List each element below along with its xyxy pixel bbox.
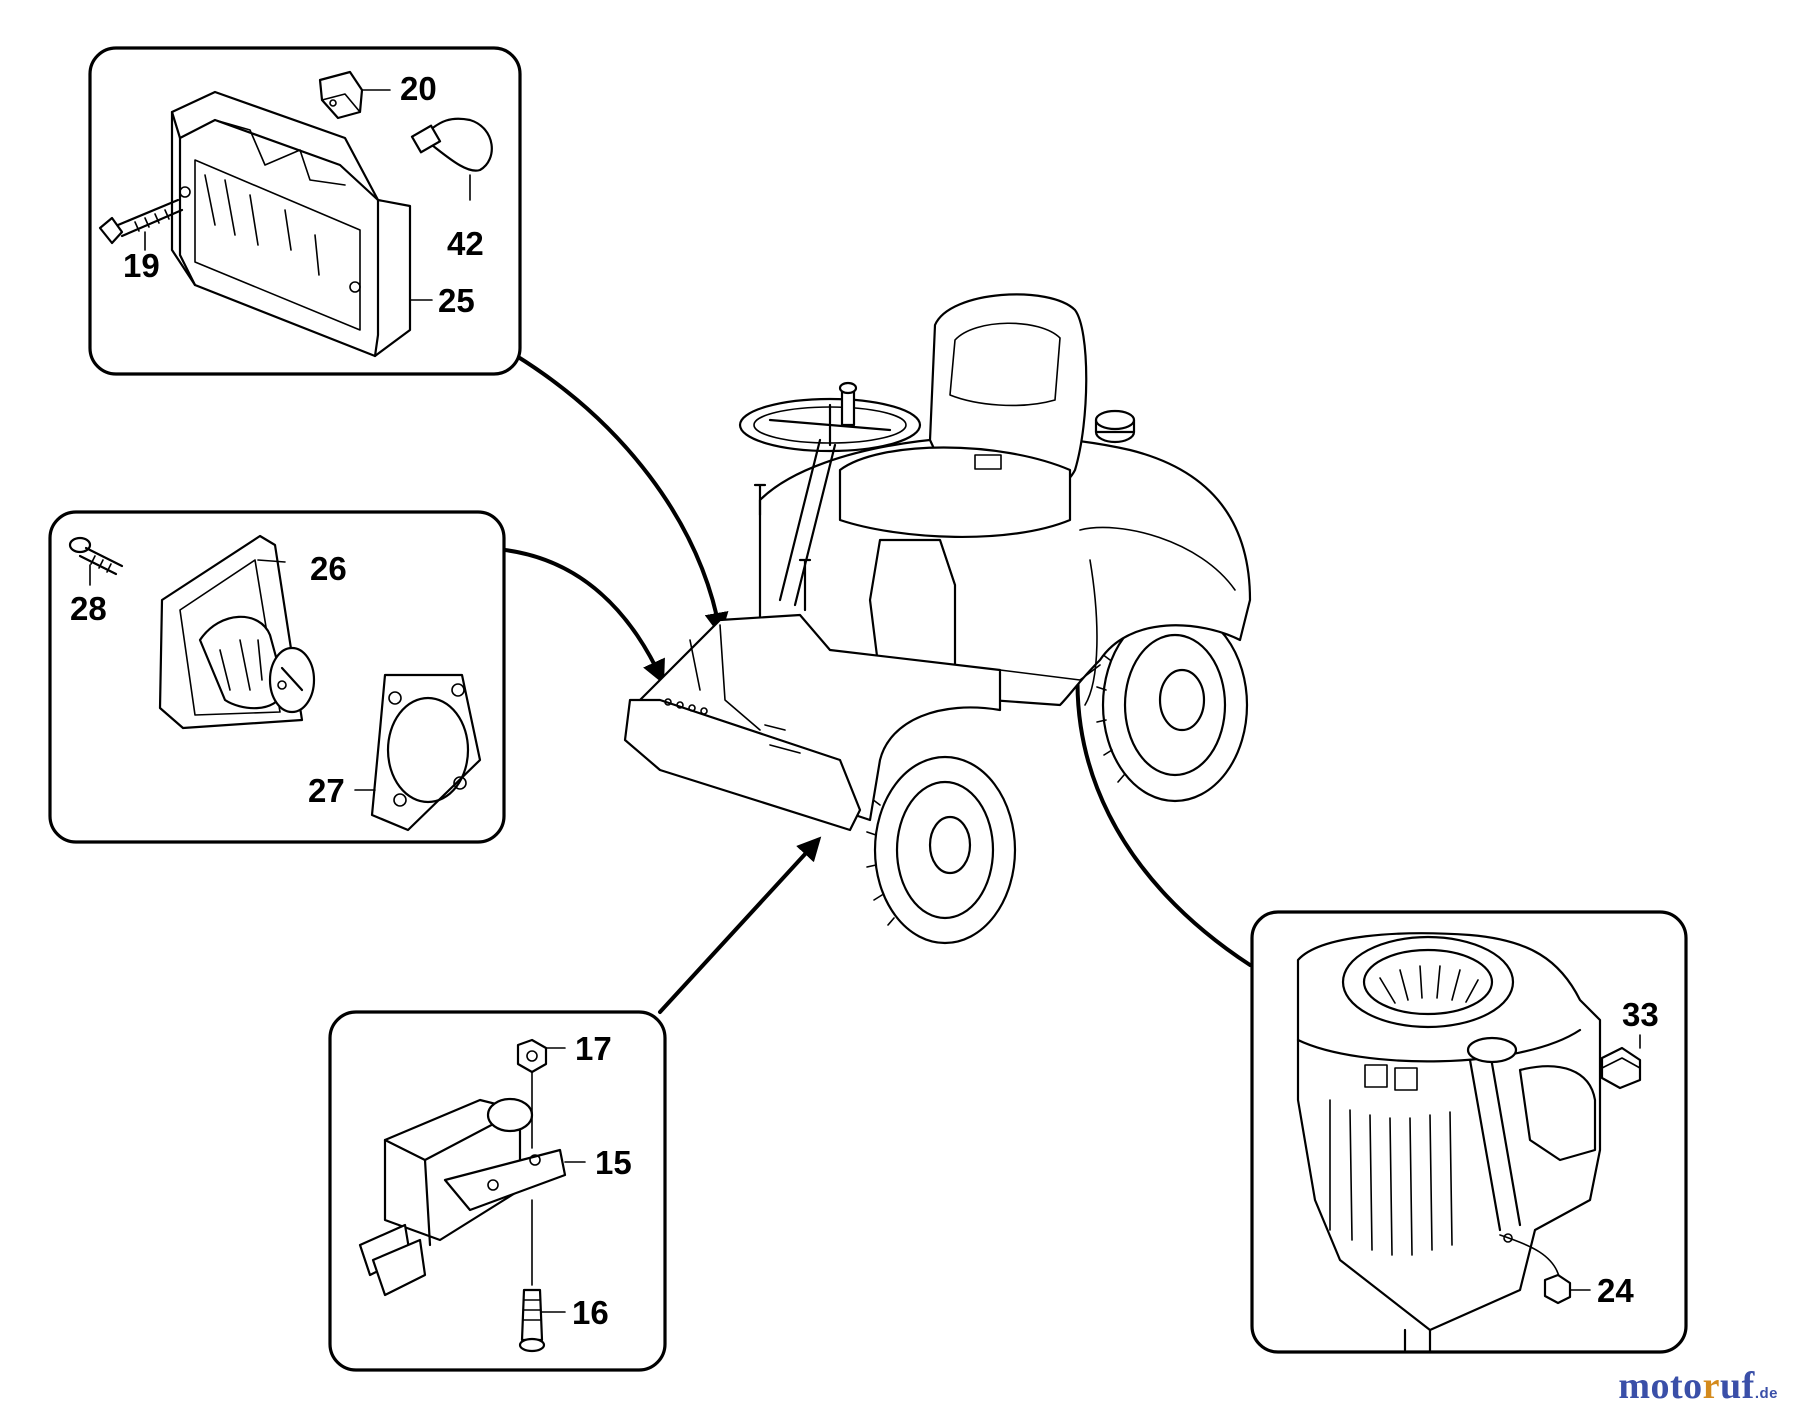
- callout-42: 42: [447, 225, 484, 262]
- callout-26: 26: [310, 550, 347, 587]
- engine-illustration: [1296, 932, 1602, 1354]
- gasket-part-27: [354, 673, 482, 832]
- headlight-connector-arrow: [513, 353, 729, 637]
- solenoid-part-15: [358, 1097, 586, 1297]
- headlight-detail-box: [88, 46, 522, 376]
- callout-24: 24: [1597, 1272, 1634, 1309]
- solenoid-connector-arrow: [658, 836, 822, 1014]
- headlight-housing: [170, 90, 412, 358]
- watermark-part1: moto: [1618, 1365, 1703, 1407]
- callout-19: 19: [123, 247, 160, 284]
- callout-15: 15: [595, 1144, 632, 1181]
- switch-plate-part-26: [158, 534, 316, 730]
- callout-27: 27: [308, 772, 345, 809]
- engine-detail-box: [1250, 910, 1688, 1354]
- dashboard-controls: [664, 698, 708, 715]
- watermark-part3: uf: [1720, 1365, 1755, 1407]
- switch-detail-box: [48, 510, 506, 844]
- bolt-part-16: [518, 1199, 566, 1353]
- front-wheel: [866, 755, 1017, 945]
- bulb-part-42: [410, 117, 493, 201]
- callout-33: 33: [1622, 996, 1659, 1033]
- fuel-cap: [1094, 409, 1136, 444]
- riding-mower-illustration: [623, 293, 1252, 945]
- bolt-part-28: [68, 536, 124, 586]
- watermark-part2: r: [1702, 1365, 1721, 1407]
- callout-28: 28: [70, 590, 107, 627]
- switch-connector-arrow: [503, 548, 665, 685]
- rear-wheel: [1096, 607, 1249, 803]
- callout-25: 25: [438, 282, 475, 319]
- callout-16: 16: [572, 1294, 609, 1331]
- steering-wheel: [738, 381, 922, 607]
- clip-part-33: [1600, 1034, 1642, 1090]
- clip-part-20: [318, 70, 391, 120]
- callout-17: 17: [575, 1030, 612, 1067]
- watermark-tld: .de: [1754, 1385, 1778, 1402]
- motoruf-watermark-logo: motoruf.de: [1618, 1364, 1778, 1408]
- seat: [838, 293, 1088, 538]
- bolt-part-19: [98, 198, 184, 251]
- solenoid-detail-box: [328, 1010, 667, 1372]
- front-hood: [633, 613, 1002, 822]
- callout-20: 20: [400, 70, 437, 107]
- nut-part-24: [1543, 1273, 1591, 1305]
